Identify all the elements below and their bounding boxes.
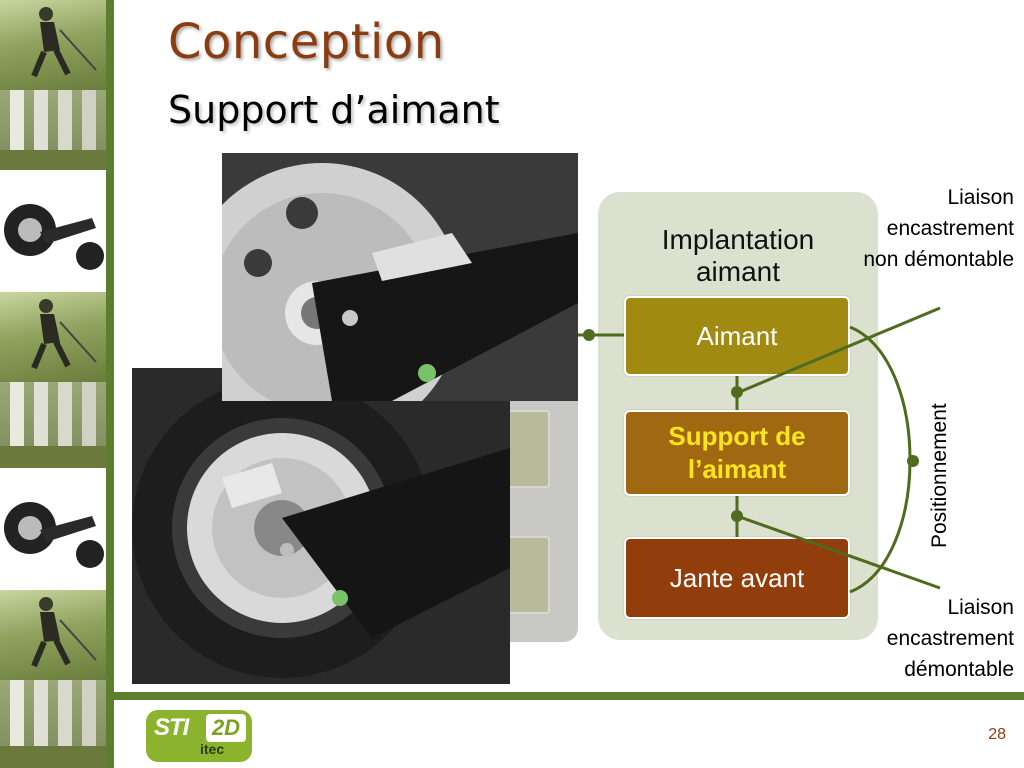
left-photo-strip (0, 0, 106, 768)
horizontal-accent-bar (106, 692, 1024, 700)
block-support-aimant: Support de l’aimant (624, 410, 850, 496)
connector-dot (731, 386, 743, 398)
wheel-render-lower (132, 368, 510, 684)
implantation-label: Implantation aimant (661, 224, 815, 287)
skater-photo-2 (0, 292, 106, 382)
logo-sub-text: itec (200, 741, 225, 757)
skater-photo (0, 0, 106, 90)
connector-dot (731, 510, 743, 522)
positionnement-label: Positionnement (928, 403, 951, 548)
positionnement-arc (849, 325, 912, 594)
liaison-top-leader (736, 306, 941, 395)
connector-dot (907, 455, 919, 467)
liaison-demontable-label: Liaison encastrement démontable (886, 596, 1014, 681)
connector-dot (583, 329, 595, 341)
wheel-render-upper (222, 153, 578, 401)
logo-badge-text: 2D (211, 715, 241, 740)
hidden-diagram-panel (504, 400, 578, 642)
page-number: 28 (988, 726, 1006, 743)
legs-photo-2 (0, 382, 106, 468)
liaison-bottom-leader (736, 514, 941, 590)
skater-photo-3 (0, 590, 106, 680)
hidden-block (504, 536, 550, 614)
legs-photo-3 (0, 680, 106, 768)
block-jante-avant: Jante avant (624, 537, 850, 619)
slide-subtitle: Support d’aimant (168, 88, 500, 132)
logo-main-text: STI (154, 714, 189, 741)
sti2d-logo: STI 2D itec (146, 710, 252, 762)
mountainboard-photo (0, 170, 106, 292)
legs-photo (0, 90, 106, 170)
liaison-non-demontable-label: Liaison encastrement non démontable (863, 186, 1014, 271)
slide-title: Conception (168, 14, 445, 70)
logo-badge: 2D (206, 714, 246, 742)
mountainboard-photo-2 (0, 468, 106, 590)
vertical-accent-bar (106, 0, 114, 768)
